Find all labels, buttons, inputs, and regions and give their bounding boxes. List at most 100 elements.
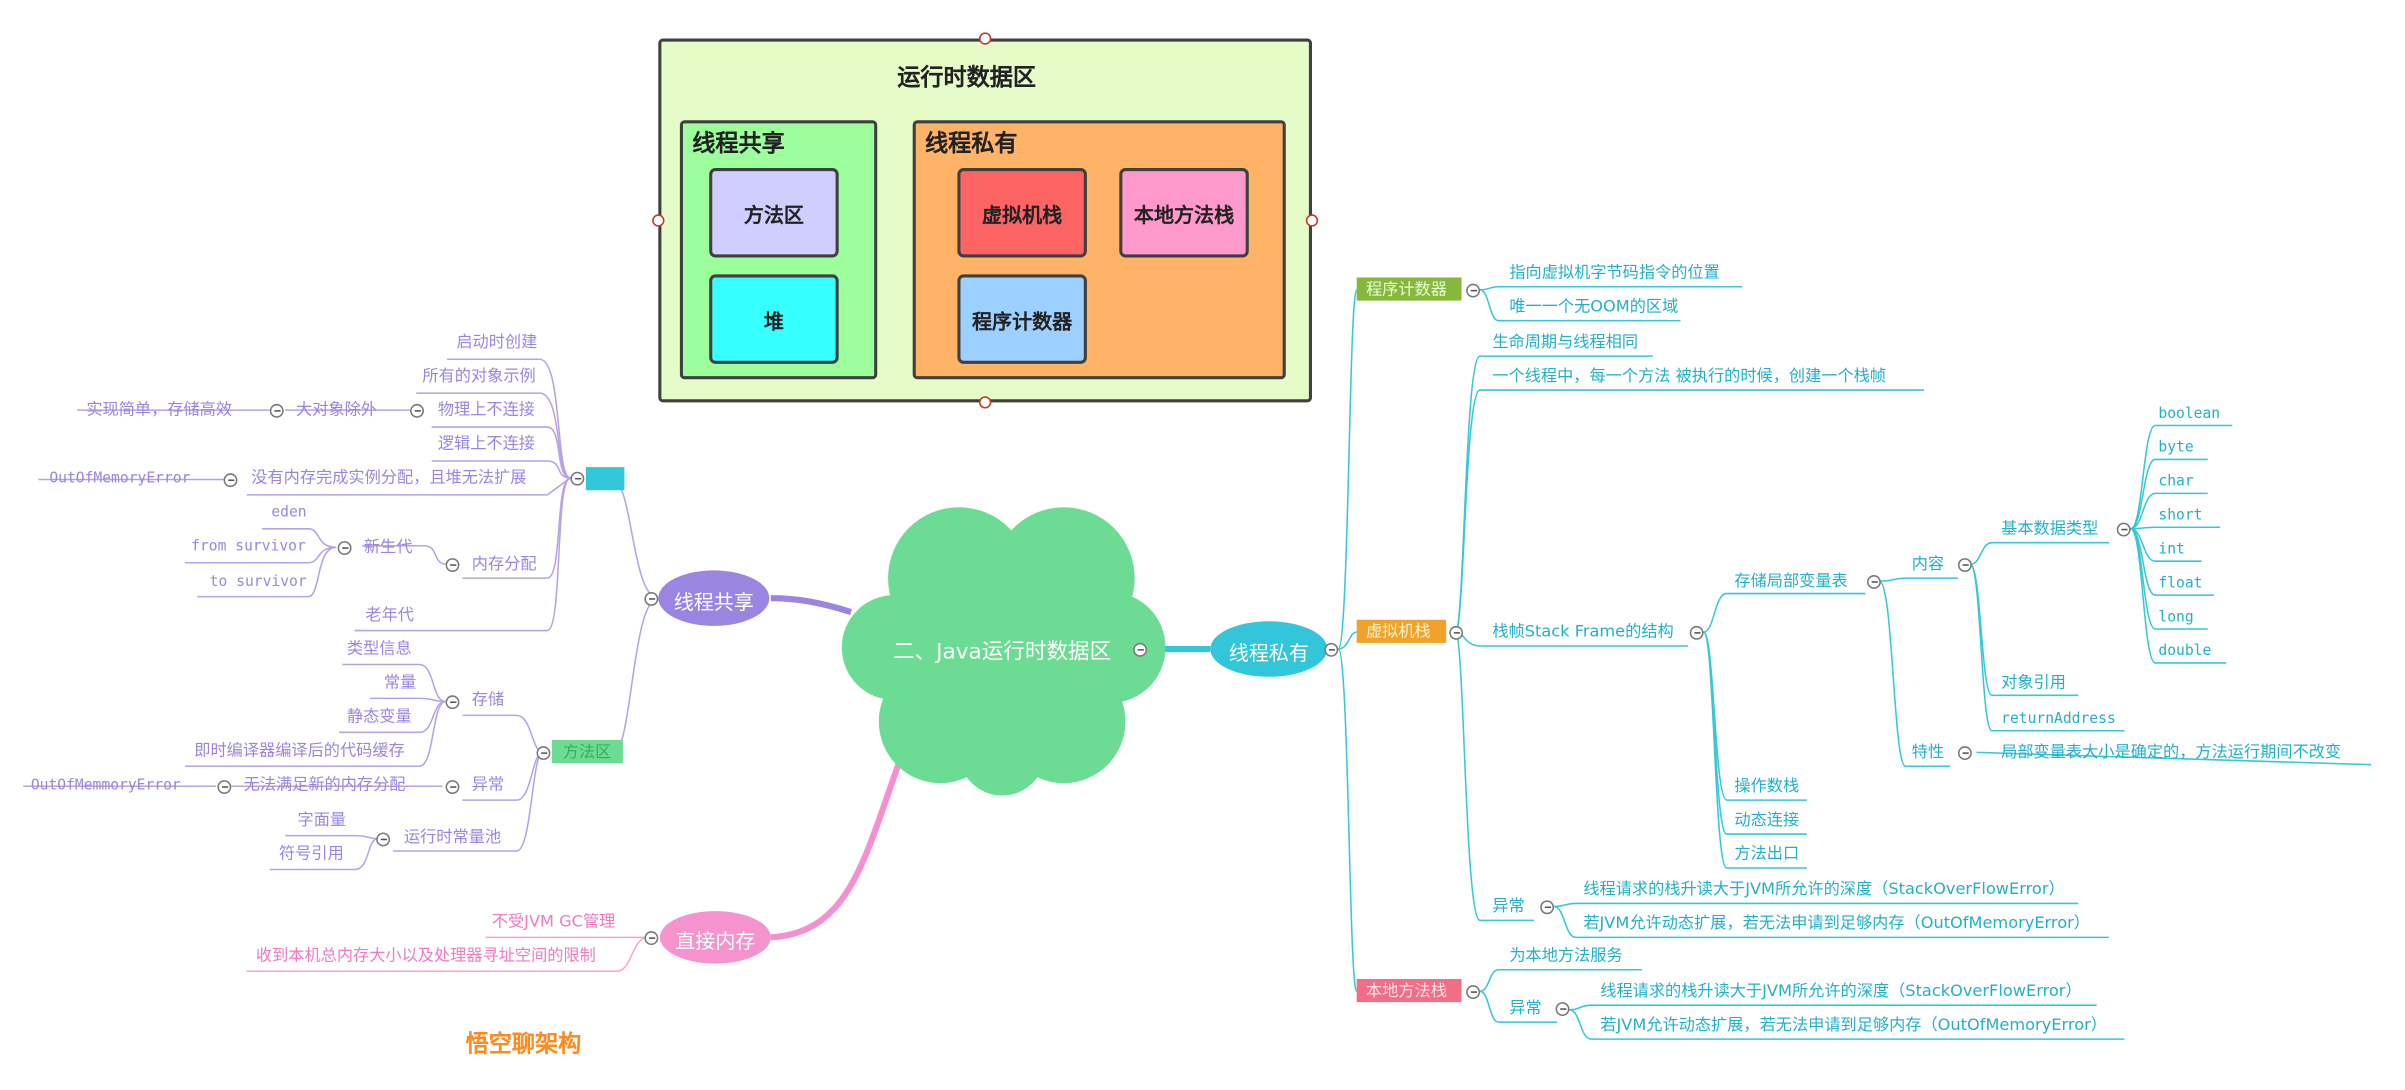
heap-physical-collapse-icon[interactable] [410,403,424,418]
primitive-collapse-icon[interactable] [2116,522,2131,537]
vm-stack-item: long [2158,608,2194,626]
pc-item: 指向虚拟机字节码指令的位置 [1509,263,1720,283]
vm-stack-item: returnAddress [2001,710,2116,728]
method-area-item: 常量 [383,673,417,693]
private-group-title: 线程私有 [925,129,1018,158]
heap-item: 大对象除外 [296,400,377,420]
heap-tag[interactable]: 堆 [595,470,612,489]
direct-memory-item: 不受JVM GC管理 [491,912,616,932]
heap-item: OutOfMemoryError [49,470,191,488]
vm-stack-item: 基本数据类型 [2001,519,2099,539]
vm-stack-item: char [2158,473,2194,491]
vm-stack-item: byte [2158,439,2194,457]
content-collapse-icon[interactable] [1957,558,1972,572]
shared-collapse-icon[interactable] [644,592,659,606]
method-exception-collapse-icon[interactable] [445,780,460,794]
feature-collapse-icon[interactable] [1957,746,1972,761]
direct-node-shape [659,911,771,964]
method-area-item: 即时编译器编译后的代码缓存 [194,741,405,761]
heap-collapse-icon[interactable] [570,471,585,486]
resize-handle-bottom[interactable] [978,396,992,409]
watermark-text: 悟空聊架构 [465,1029,582,1058]
method-area-item: 类型信息 [346,639,412,659]
method-area-collapse-icon[interactable] [536,746,551,761]
vm-stack-item: boolean [2158,405,2221,423]
vm-stack-item: float [2158,575,2203,593]
method-oom-collapse-icon[interactable] [217,780,232,794]
method-area-item: 符号引用 [279,844,344,864]
resize-handle-right[interactable] [1305,214,1319,227]
native-stack-tag[interactable]: 本地方法栈 [1365,982,1447,1001]
vm-stack-item: 特性 [1911,743,1945,762]
vm-stack-item: 异常 [1492,897,1525,916]
heap-item: 逻辑上不连接 [437,434,535,454]
vm-stack-box: 虚拟机栈 [957,168,1087,258]
heap-young-collapse-icon[interactable] [337,541,352,556]
pc-collapse-icon[interactable] [1466,283,1481,298]
tag-heap-bg [585,467,625,491]
method-area-item: 字面量 [297,810,347,830]
vm-stack-item: 线程请求的栈升读大于JVM所允许的深度（StackOverFlowError） [1583,880,2065,899]
vm-stack-collapse-icon[interactable] [1449,625,1464,640]
frame-structure-collapse-icon[interactable] [1689,625,1704,640]
method-area-item: 异常 [471,775,505,794]
vm-exception-collapse-icon[interactable] [1540,900,1555,915]
method-area-item: 静态变量 [346,707,412,727]
method-area-tag[interactable]: 方法区 [562,743,612,762]
vm-stack-item: short [2158,507,2203,525]
shared-group-title: 线程共享 [692,129,785,158]
method-constpool-collapse-icon[interactable] [376,832,391,847]
heap-large-obj-collapse-icon[interactable] [269,403,284,418]
shared-connectors [23,358,659,871]
vm-stack-item: 生命周期与线程相同 [1492,333,1639,352]
branch-direct-line [770,762,902,941]
tag-native-bg [1356,978,1462,1003]
native-stack-item: 异常 [1509,999,1542,1018]
native-exception-collapse-icon[interactable] [1555,1002,1570,1016]
center-topic[interactable]: 二、Java运行时数据区 [892,639,1112,665]
heap-item: 没有内存完成实例分配，且堆无法扩展 [251,468,527,488]
tag-pc-bg [1356,277,1462,301]
center-cloud [841,507,1166,796]
vm-stack-item: int [2158,541,2185,559]
private-node[interactable]: 线程私有 [1228,642,1309,667]
method-storage-collapse-icon[interactable] [445,695,460,710]
direct-memory-node[interactable]: 直接内存 [675,931,756,955]
center-collapse-icon[interactable] [1133,642,1148,657]
resize-handle-top[interactable] [978,32,992,45]
native-stack-item: 若JVM允许动态扩展，若无法申请到足够内存（OutOfMemoryError） [1600,1015,2107,1035]
resize-handle-left[interactable] [652,214,665,227]
native-stack-box: 本地方法栈 [1119,168,1249,258]
pc-register-box: 程序计数器 [957,274,1087,364]
local-vars-collapse-icon[interactable] [1866,575,1881,589]
vm-stack-item: 若JVM允许动态扩展，若无法申请到足够内存（OutOfMemoryError） [1583,914,2090,933]
heap-item: 新生代 [363,538,413,557]
heap-oom-collapse-icon[interactable] [223,473,238,488]
private-collapse-icon[interactable] [1324,642,1339,657]
heap-item: to survivor [209,573,307,591]
direct-collapse-icon[interactable] [644,931,659,946]
tag-method-area-bg [551,740,623,764]
heap-item: 启动时创建 [456,333,538,352]
direct-memory-item: 收到本机总内存大小以及处理器寻址空间的限制 [255,946,596,966]
shared-node-shape [658,570,770,626]
vm-stack-tag[interactable]: 虚拟机栈 [1365,622,1431,642]
heap-alloc-collapse-icon[interactable] [445,558,460,572]
vm-stack-item: 操作数栈 [1734,777,1800,796]
method-area-box: 方法区 [709,168,839,258]
method-area-item: 无法满足新的内存分配 [243,775,406,794]
native-stack-collapse-icon[interactable] [1466,985,1481,1000]
heap-item: from survivor [191,538,306,556]
vm-stack-item: double [2158,642,2212,660]
method-area-item: OutOfMemmoryError [30,777,181,794]
method-area-item: 存储 [471,690,505,710]
heap-item: 物理上不连接 [437,400,535,420]
direct-connectors [246,936,648,973]
shared-node[interactable]: 线程共享 [673,592,754,616]
tag-vmstack-bg [1356,619,1447,643]
vm-stack-item: 方法出口 [1734,844,1800,864]
pc-tag[interactable]: 程序计数器 [1365,280,1447,300]
pc-item: 唯一一个无OOM的区域 [1509,297,1679,317]
